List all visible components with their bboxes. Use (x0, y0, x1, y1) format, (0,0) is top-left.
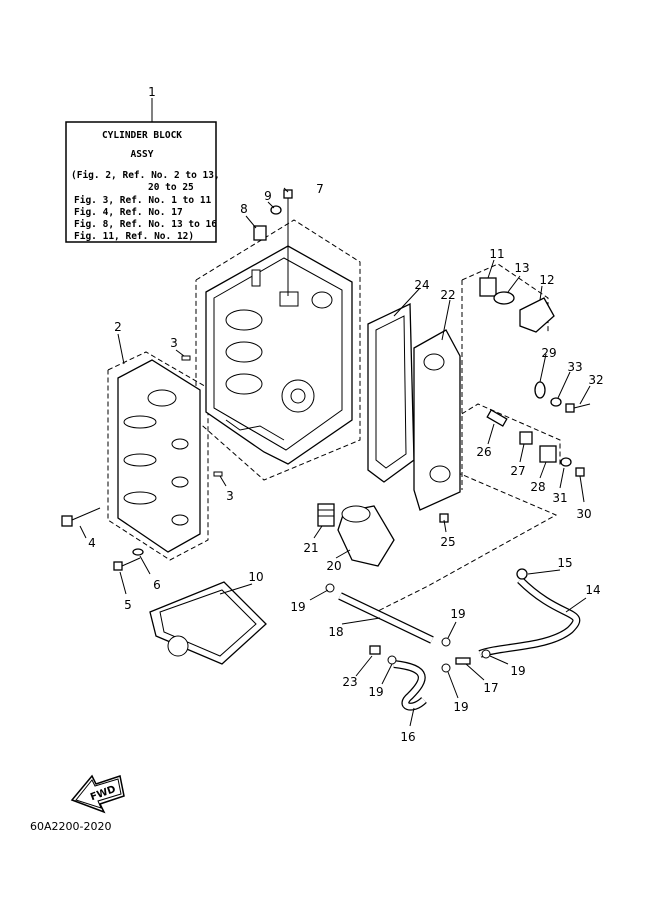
label-box-ref-5: Fig. 8, Ref. No. 13 to 16 (74, 219, 217, 230)
bolts-and-pins (61, 189, 591, 571)
callout-31: 31 (552, 491, 567, 505)
label-box-ref-2: 20 to 25 (148, 182, 194, 193)
callout-9: 9 (264, 189, 272, 203)
leader-lines (79, 187, 591, 727)
callout-7: 7 (316, 182, 324, 196)
oil-filter (337, 505, 395, 567)
callout-13: 13 (514, 261, 529, 275)
label-box-ref-3: Fig. 3, Ref. No. 1 to 11 (74, 195, 212, 206)
callout-23: 23 (342, 675, 357, 689)
callout-30: 30 (576, 507, 591, 521)
callout-19-a: 19 (290, 600, 305, 614)
callout-11: 11 (489, 247, 504, 261)
callout-24: 24 (414, 278, 429, 292)
callout-2: 2 (114, 320, 122, 334)
callout-6: 6 (153, 578, 161, 592)
callout-10: 10 (248, 570, 263, 584)
callout-19-e: 19 (453, 700, 468, 714)
oil-filter-fitting (317, 503, 335, 527)
gasket-cover (367, 302, 415, 483)
drawing-code: 60A2200-2020 (30, 820, 111, 833)
callout-8: 8 (240, 202, 248, 216)
callout-18: 18 (328, 625, 343, 639)
callout-16: 16 (400, 730, 415, 744)
callout-27: 27 (510, 464, 525, 478)
callout-21: 21 (303, 541, 318, 555)
crankcase (117, 359, 201, 553)
callout-19-c: 19 (510, 664, 525, 678)
fwd-arrow-icon: FWD (70, 774, 125, 814)
callout-32: 32 (588, 373, 603, 387)
callout-28: 28 (530, 480, 545, 494)
callout-17: 17 (483, 681, 498, 695)
label-box-ref-4: Fig. 4, Ref. No. 17 (74, 207, 183, 218)
callout-20: 20 (326, 559, 341, 573)
callout-29: 29 (541, 346, 556, 360)
callout-15: 15 (557, 556, 572, 570)
label-box-ref-6: Fig. 11, Ref. No. 12) (74, 231, 194, 242)
callout-19-d: 19 (368, 685, 383, 699)
label-box-ref-1: (Fig. 2, Ref. No. 2 to 13, (71, 170, 220, 181)
callout-4: 4 (88, 536, 96, 550)
callout-26: 26 (476, 445, 491, 459)
thermostat-housing (413, 329, 461, 511)
callout-1: 1 (148, 85, 156, 99)
callout-14: 14 (585, 583, 600, 597)
callout-numbers: 1 2 3 3 4 5 6 7 8 9 10 11 12 13 14 15 16… (88, 85, 603, 744)
label-box-title-2: ASSY (131, 149, 154, 160)
hoses (325, 568, 581, 711)
callout-12: 12 (539, 273, 554, 287)
label-box: CYLINDER BLOCK ASSY (Fig. 2, Ref. No. 2 … (65, 121, 220, 243)
callout-19-b: 19 (450, 607, 465, 621)
callout-5: 5 (124, 598, 132, 612)
cylinder-block (205, 245, 353, 465)
callout-33: 33 (567, 360, 582, 374)
oil-pan-gasket (149, 581, 267, 665)
label-box-title-1: CYLINDER BLOCK (102, 130, 182, 141)
callout-22: 22 (440, 288, 455, 302)
callout-3-lower: 3 (226, 489, 234, 503)
callout-25: 25 (440, 535, 455, 549)
callout-3-upper: 3 (170, 336, 178, 350)
